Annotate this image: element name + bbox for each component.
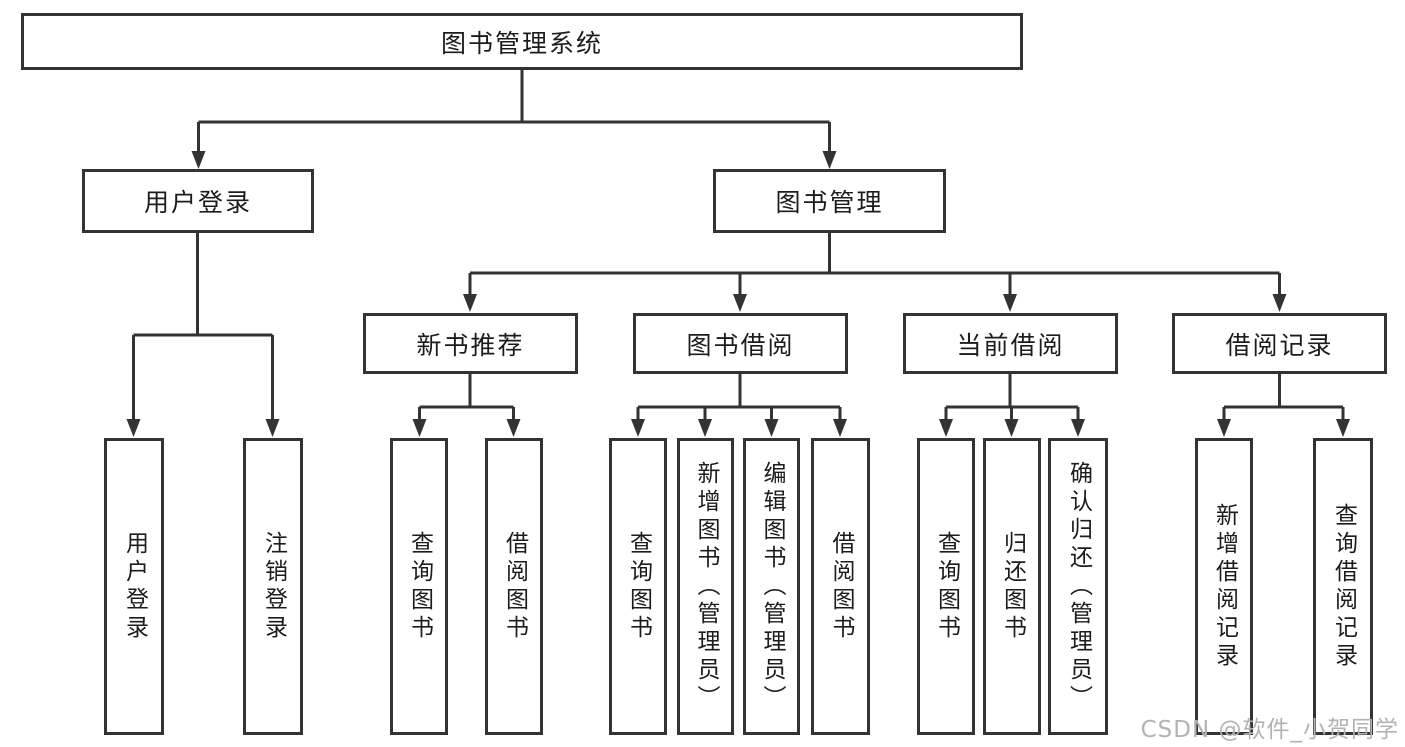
node-leaf-query-borrow-record: 查询借阅记录 xyxy=(1313,438,1373,735)
node-label: 新增借阅记录 xyxy=(1211,502,1238,671)
node-new-book-recommend: 新书推荐 xyxy=(363,313,578,374)
node-label: 注销登录 xyxy=(260,530,287,643)
node-book-borrowing: 图书借阅 xyxy=(633,313,848,374)
arrow-down-icon xyxy=(698,419,712,437)
arrow-down-icon xyxy=(1217,419,1231,437)
arrow-down-icon xyxy=(631,419,645,437)
arrow-down-icon xyxy=(1003,294,1017,312)
node-label: 查询图书 xyxy=(406,530,433,643)
node-leaf-query-books-2: 查询图书 xyxy=(609,438,667,735)
node-label: 新书推荐 xyxy=(416,330,525,360)
node-leaf-add-books-admin: 新增图书（管理员） xyxy=(677,438,734,735)
node-leaf-borrow-books-2: 借阅图书 xyxy=(811,438,870,735)
node-label: 借阅记录 xyxy=(1225,330,1334,360)
node-label: 查询借阅记录 xyxy=(1330,502,1357,671)
node-borrow-records: 借阅记录 xyxy=(1172,313,1387,374)
node-leaf-return-books: 归还图书 xyxy=(983,438,1041,735)
node-label: 用户登录 xyxy=(121,530,148,643)
arrow-down-icon xyxy=(939,419,953,437)
node-leaf-borrow-books-1: 借阅图书 xyxy=(485,438,543,735)
node-root-label: 图书管理系统 xyxy=(440,28,603,58)
node-label: 当前借阅 xyxy=(956,330,1065,360)
arrow-down-icon xyxy=(463,294,477,312)
node-label: 图书管理 xyxy=(775,188,884,217)
watermark: CSDN @软件_小贺同学 xyxy=(1140,717,1399,743)
node-leaf-edit-books-admin: 编辑图书（管理员） xyxy=(743,438,800,735)
node-leaf-user-login: 用户登录 xyxy=(104,438,164,735)
node-label: 编辑图书（管理员） xyxy=(759,460,785,713)
arrow-down-icon xyxy=(822,151,837,169)
arrow-down-icon xyxy=(1336,419,1350,437)
node-label: 查询图书 xyxy=(625,530,652,643)
node-label: 确认归还（管理员） xyxy=(1065,460,1092,713)
node-leaf-logout: 注销登录 xyxy=(243,438,303,735)
node-book-management: 图书管理 xyxy=(713,169,946,233)
arrow-down-icon xyxy=(833,419,847,437)
node-root: 图书管理系统 xyxy=(21,13,1023,70)
arrow-down-icon xyxy=(1272,294,1287,312)
node-label: 借阅图书 xyxy=(828,530,854,643)
node-user-login: 用户登录 xyxy=(82,169,314,233)
node-label: 归还图书 xyxy=(999,530,1026,643)
arrow-down-icon xyxy=(1004,419,1019,437)
arrow-down-icon xyxy=(764,419,779,437)
node-leaf-add-borrow-record: 新增借阅记录 xyxy=(1195,438,1253,735)
connector-lines xyxy=(132,70,1345,420)
node-label: 查询图书 xyxy=(933,530,960,643)
node-current-borrowing: 当前借阅 xyxy=(903,313,1118,374)
arrow-down-icon xyxy=(733,294,747,312)
arrow-down-icon xyxy=(506,419,521,437)
node-label: 用户登录 xyxy=(143,188,252,217)
arrow-down-icon xyxy=(191,151,206,169)
arrow-down-icon xyxy=(1071,419,1085,437)
arrow-down-icon xyxy=(126,419,141,437)
node-leaf-query-books-1: 查询图书 xyxy=(390,438,448,735)
node-label: 新增图书（管理员） xyxy=(693,460,719,713)
arrow-down-icon xyxy=(265,419,280,437)
node-leaf-query-books-3: 查询图书 xyxy=(917,438,975,735)
node-label: 借阅图书 xyxy=(501,530,528,643)
arrowheads xyxy=(126,151,1350,437)
node-leaf-confirm-return-admin: 确认归还（管理员） xyxy=(1048,438,1108,735)
arrow-down-icon xyxy=(412,419,427,437)
node-label: 图书借阅 xyxy=(686,330,795,360)
